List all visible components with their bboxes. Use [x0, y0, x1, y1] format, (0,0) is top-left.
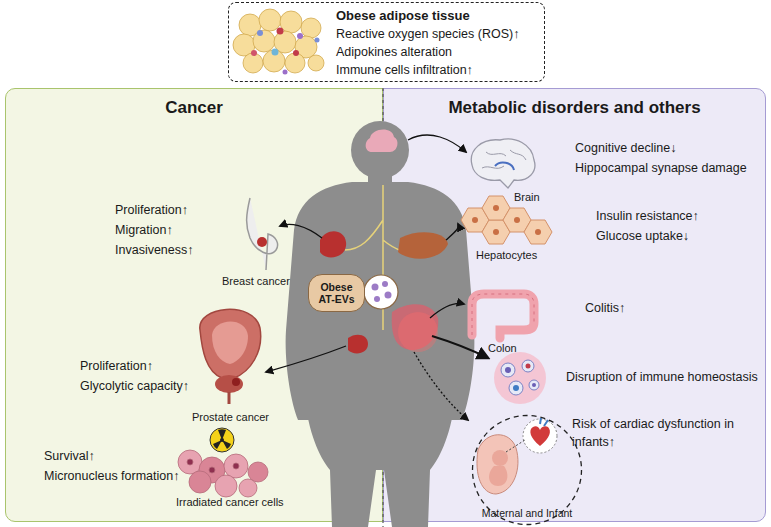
- effect-label: Disruption of immune homeostasis: [566, 370, 758, 385]
- effect-label: Micronucleus formation↑: [44, 469, 179, 484]
- effect-label: Migration↑: [115, 223, 173, 238]
- radiation-symbol: [210, 428, 234, 452]
- breast-tumor: [320, 231, 346, 257]
- node-heading: Maternal and Infant: [471, 507, 583, 519]
- effect-label: Survival↑: [44, 449, 95, 464]
- effect-label: Proliferation↑: [115, 203, 188, 218]
- liver: [398, 232, 448, 258]
- effect-label: Glucose uptake↓: [596, 229, 689, 244]
- ev-badge: Obese AT-EVs: [308, 274, 365, 312]
- dashed-circle: Maternal and Infant: [471, 414, 583, 526]
- effect-label: Proliferation↑: [80, 359, 153, 374]
- adipose-cluster: [233, 9, 324, 73]
- organ-label: Hepatocytes: [476, 248, 537, 263]
- node-heading: Cancer: [6, 98, 382, 118]
- organ-label: Irradiated cancer cells: [176, 495, 284, 510]
- effect-label: Colitis↑: [585, 301, 625, 316]
- organ-label: Brain: [514, 190, 540, 205]
- ev-icon: [364, 275, 398, 309]
- prostate-tumor: [348, 335, 368, 354]
- effect-label: Cognitive decline↓: [575, 141, 676, 156]
- ev-vesicles: [372, 281, 392, 302]
- effect-label: Risk of cardiac dysfunction in infants↑: [572, 415, 762, 451]
- node-text: Reactive oxygen species (ROS)↑: [336, 27, 519, 41]
- organ-label: Breast cancer: [222, 274, 290, 289]
- node-text: Immune cells infiltration↑: [336, 63, 473, 77]
- effect-label: Invasiveness↑: [115, 243, 194, 258]
- effect-label: Hippocampal synapse damage: [575, 161, 747, 176]
- brain-on-body: [366, 130, 398, 152]
- organ-label: Colon: [488, 341, 517, 356]
- immune-icon: [494, 352, 546, 404]
- node-heading: Metabolic disorders and others: [384, 98, 765, 118]
- node-text: Adipokines alteration: [336, 45, 452, 59]
- effect-label: Insulin resistance↑: [596, 209, 699, 224]
- organ-label: Prostate cancer: [192, 410, 269, 425]
- effect-label: Glycolytic capacity↑: [80, 379, 189, 394]
- node-heading: Obese adipose tissue: [336, 8, 470, 23]
- node-heading: Obese AT-EVs: [314, 281, 360, 305]
- inflammation-glow: [398, 312, 438, 352]
